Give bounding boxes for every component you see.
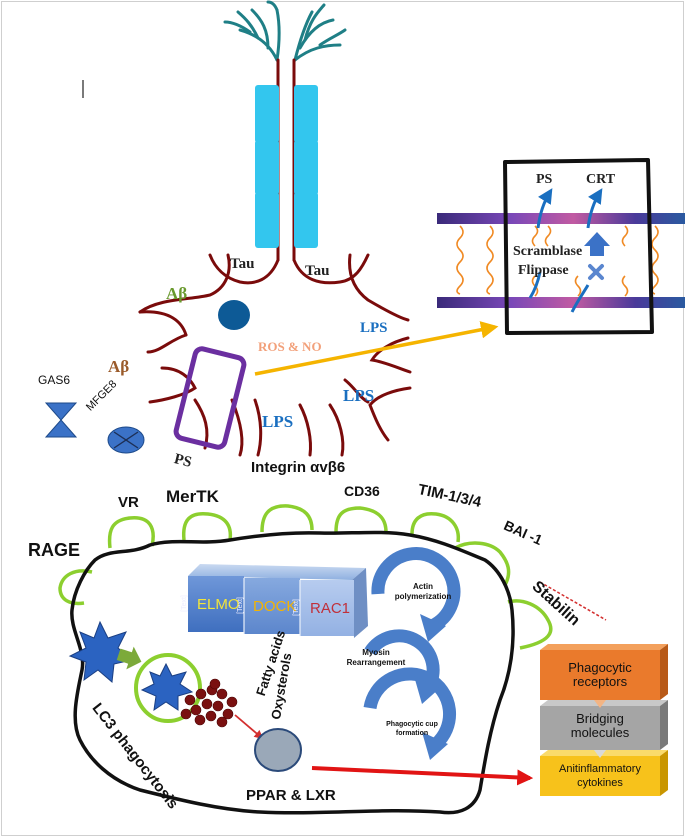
outcome-label-2: Bridging molecules	[570, 711, 630, 740]
ps-vesicle	[173, 346, 247, 450]
text-tag-2: [Text]	[236, 597, 244, 614]
flippase-x-icon	[588, 264, 604, 280]
inset-crt-label: CRT	[586, 172, 616, 187]
inset-ps-label: PS	[536, 172, 553, 187]
engulf-arrow	[116, 646, 142, 670]
elmo-cube	[188, 576, 244, 632]
lipid-droplets	[180, 678, 238, 728]
cd36-label: CD36	[344, 483, 380, 499]
signaling-cubes	[188, 564, 368, 638]
vr-label: VR	[118, 494, 139, 511]
flippase-label: Flippase	[518, 263, 569, 278]
dendrite-tree	[223, 0, 347, 62]
mertk-label: MerTK	[166, 487, 219, 506]
engulfed-star	[140, 662, 194, 712]
axon-myelin	[255, 85, 318, 248]
stabilin-underline	[539, 581, 607, 621]
text-tag-3: [Text]	[292, 599, 300, 616]
abeta-left-label: Aβ	[108, 357, 130, 376]
myosin-label: Myosin Rearrangement	[346, 648, 406, 667]
text-tag-1: [Text]	[180, 595, 188, 612]
cycle-arrowheads	[414, 614, 448, 760]
outcome-label-3: Anitinflammatory cytokines	[559, 763, 641, 789]
dock-label: DOCK	[253, 598, 297, 615]
lipid-arrow	[234, 714, 264, 740]
ros-no-label: ROS & NO	[258, 339, 322, 354]
ppar-nucleus	[254, 728, 302, 772]
gas6-label: GAS6	[38, 373, 71, 387]
inset-box	[503, 158, 654, 335]
cycle-arrows	[363, 547, 461, 749]
elmo-label: ELMO	[197, 596, 240, 613]
abeta-top-label: Aβ	[166, 284, 188, 303]
lps-label-2: LPS	[343, 386, 375, 405]
lps-label-1: LPS	[360, 320, 388, 336]
outcome-box-3	[540, 756, 660, 796]
gas6-hourglass	[44, 402, 78, 438]
outcome-box-1	[540, 650, 660, 700]
scramblase-label: Scramblase	[513, 244, 583, 259]
ppar-arrow	[311, 766, 534, 786]
mfge8-symbol	[107, 426, 145, 454]
cup-label: Phagocytic cup formation	[386, 721, 438, 737]
tau-right-label: Tau	[305, 263, 330, 279]
apoptotic-body-star	[68, 620, 134, 683]
lps-label-3: LPS	[262, 412, 294, 431]
ros-arrow	[254, 321, 499, 376]
actin-label: Actin polymerization	[394, 582, 452, 601]
nucleus	[218, 300, 250, 330]
tau-left-label: Tau	[230, 256, 255, 272]
integrin-label: Integrin αvβ6	[251, 459, 346, 476]
rage-label: RAGE	[28, 540, 81, 560]
phagocyte-cell	[70, 530, 515, 815]
outcome-boxes	[540, 644, 668, 796]
dock-cube	[244, 578, 300, 634]
rac1-label: RAC1	[310, 600, 351, 617]
membrane-inset	[437, 158, 685, 335]
outcome-box-2	[540, 706, 660, 750]
scramblase-up-arrow	[584, 232, 610, 256]
phagosome	[134, 653, 202, 723]
outcome-label-1: Phagocytic receptors	[568, 660, 632, 689]
ppar-label: PPAR & LXR	[246, 787, 336, 804]
rac1-cube	[300, 580, 354, 636]
